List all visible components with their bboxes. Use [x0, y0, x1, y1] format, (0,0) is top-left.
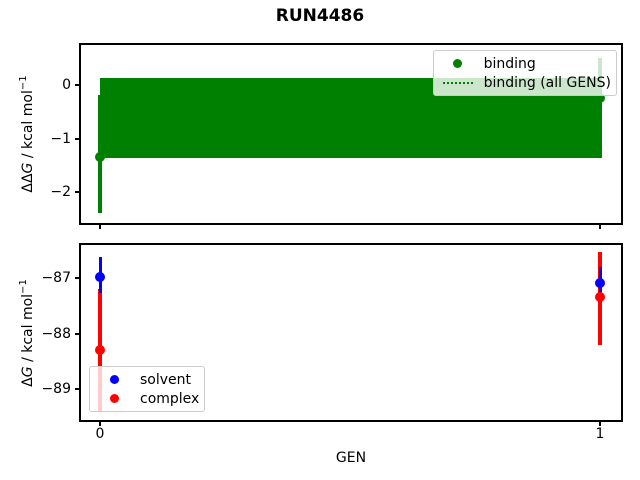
legend-label: solvent: [140, 371, 192, 388]
data-point-binding: [595, 92, 605, 103]
legend: binding binding (all GENS): [432, 50, 617, 96]
x-tick-label: 0: [95, 426, 105, 442]
y-axis-label: ΔΔG / kcal mol−1: [18, 75, 36, 193]
y-tick-mark: [75, 190, 79, 193]
data-point-solvent: [95, 271, 105, 282]
dot-icon: [109, 375, 119, 384]
y-tick-label: −87: [41, 270, 71, 287]
y-tick-mark: [75, 84, 79, 87]
dotted-line-icon: [442, 81, 473, 84]
legend-entry: solvent: [95, 370, 199, 389]
legend-label: binding: [483, 55, 536, 72]
y-tick-label: −2: [50, 183, 71, 200]
legend: solvent complex: [89, 366, 206, 412]
y-tick-label: −89: [41, 381, 71, 398]
legend-dot-marker-icon: [439, 59, 477, 68]
dot-icon: [453, 59, 463, 68]
data-point-binding: [95, 152, 105, 163]
x-axis-label: GEN: [335, 450, 367, 466]
y-axis-label: ΔG / kcal mol−1: [18, 278, 36, 387]
y-tick-mark: [75, 332, 79, 335]
legend-label: binding (all GENS): [483, 74, 611, 91]
legend-entry: binding (all GENS): [439, 73, 611, 92]
data-point-complex: [595, 292, 605, 303]
axes-binding: 0 −1 −2 binding binding (all GENS): [50, 43, 623, 229]
y-tick-mark: [75, 388, 79, 391]
x-tick-label: 1: [595, 426, 605, 442]
dot-icon: [109, 394, 119, 403]
axes-delta-g: −87 −88 −89 0 1 solvent complex: [41, 243, 623, 442]
legend-label: complex: [140, 390, 200, 407]
legend-dot-marker-icon: [95, 394, 133, 403]
legend-entry: binding: [439, 54, 611, 73]
x-tick-mark: [599, 422, 601, 426]
data-point-solvent: [595, 278, 605, 289]
x-tick-mark: [599, 225, 601, 229]
x-tick-mark: [99, 225, 101, 229]
legend-dot-marker-icon: [95, 375, 133, 384]
plot-title: RUN4486: [275, 6, 365, 26]
data-point-complex: [95, 345, 105, 356]
y-tick-mark: [75, 137, 79, 140]
x-tick-mark: [99, 422, 101, 426]
y-tick-label: 0: [62, 77, 71, 94]
y-tick-mark: [75, 277, 79, 280]
legend-dotted-line-icon: [439, 81, 477, 84]
y-tick-label: −88: [41, 325, 71, 342]
y-tick-label: −1: [50, 130, 71, 147]
legend-entry: complex: [95, 389, 199, 408]
